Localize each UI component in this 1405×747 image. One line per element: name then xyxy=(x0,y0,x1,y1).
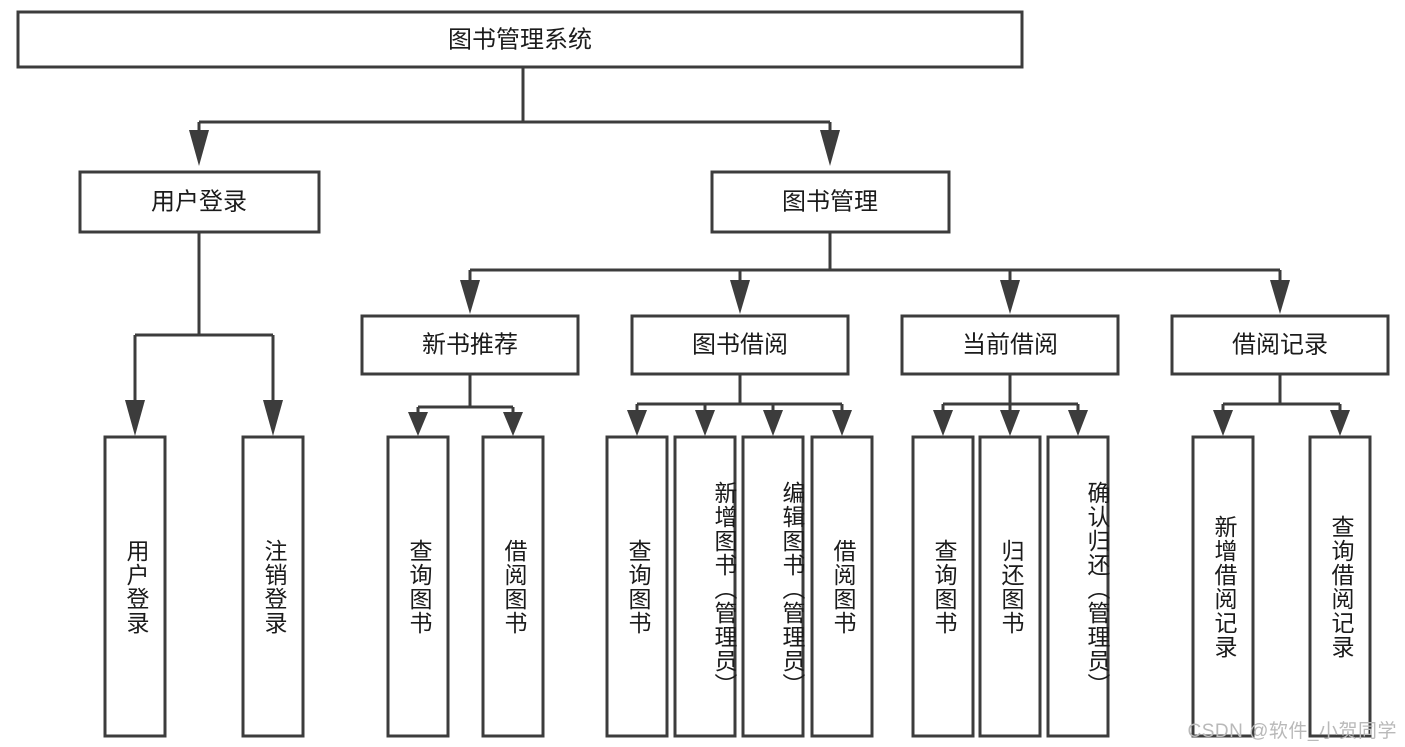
node-book-borrow-label: 图书借阅 xyxy=(692,331,788,358)
node-root-label: 图书管理系统 xyxy=(448,26,592,53)
leaf-box-bb-1[interactable] xyxy=(605,435,669,738)
leaf-box-bb-2[interactable] xyxy=(673,435,737,738)
leaf-box-bb-3[interactable] xyxy=(741,435,805,738)
leaf-box-bb-4[interactable] xyxy=(810,435,874,738)
leaf-box-user-login-1[interactable] xyxy=(103,435,167,738)
arrow-head-bb-leaf-4 xyxy=(832,410,852,436)
leaf-box-nbr-1[interactable] xyxy=(386,435,450,738)
arrow-head-cb-leaf-2 xyxy=(1000,410,1020,436)
leaf-box-nbr-2[interactable] xyxy=(481,435,545,738)
node-current-borrow-box[interactable] xyxy=(900,314,1120,376)
arrow-head-bb-leaf-1 xyxy=(627,410,647,436)
leaf-box-cb-3[interactable] xyxy=(1046,435,1110,738)
arrow-head-nbr-leaf-2 xyxy=(503,412,523,436)
node-new-book-recommend-box[interactable] xyxy=(360,314,580,376)
arrow-head-user-login-leaf-1 xyxy=(125,400,145,436)
arrow-head-bb-leaf-3 xyxy=(763,410,783,436)
node-borrow-record-label: 借阅记录 xyxy=(1232,331,1328,358)
node-user-login-label: 用户登录 xyxy=(151,188,247,215)
arrow-head-to-book-borrow xyxy=(730,280,750,314)
arrow-head-root-to-book-manage xyxy=(820,130,840,166)
arrow-head-user-login-leaf-2 xyxy=(263,400,283,436)
node-borrow-record-box[interactable] xyxy=(1170,314,1390,376)
arrow-head-nbr-leaf-1 xyxy=(408,412,428,436)
leaf-box-user-login-2[interactable] xyxy=(241,435,305,738)
arrow-head-to-current-borrow xyxy=(1000,280,1020,314)
arrow-head-br-leaf-2 xyxy=(1330,410,1350,436)
node-root-box[interactable] xyxy=(16,10,1024,69)
node-book-manage-box[interactable] xyxy=(710,170,951,234)
csdn-watermark: CSDN @软件_小贺同学 xyxy=(1187,721,1397,742)
arrow-head-to-new-book-recommend xyxy=(460,280,480,314)
arrow-head-bb-leaf-2 xyxy=(695,410,715,436)
arrow-head-cb-leaf-3 xyxy=(1068,410,1088,436)
leaf-box-cb-2[interactable] xyxy=(978,435,1042,738)
node-book-manage-label: 图书管理 xyxy=(782,188,878,215)
arrow-head-br-leaf-1 xyxy=(1213,410,1233,436)
arrow-head-to-borrow-record xyxy=(1270,280,1290,314)
node-book-borrow-box[interactable] xyxy=(630,314,850,376)
leaf-box-cb-1[interactable] xyxy=(911,435,975,738)
node-current-borrow-label: 当前借阅 xyxy=(962,331,1058,358)
leaf-box-br-2[interactable] xyxy=(1308,435,1372,738)
leaf-box-br-1[interactable] xyxy=(1191,435,1255,738)
arrow-head-root-to-user-login xyxy=(189,130,209,166)
arrow-head-cb-leaf-1 xyxy=(933,410,953,436)
node-new-book-recommend-label: 新书推荐 xyxy=(422,331,518,358)
